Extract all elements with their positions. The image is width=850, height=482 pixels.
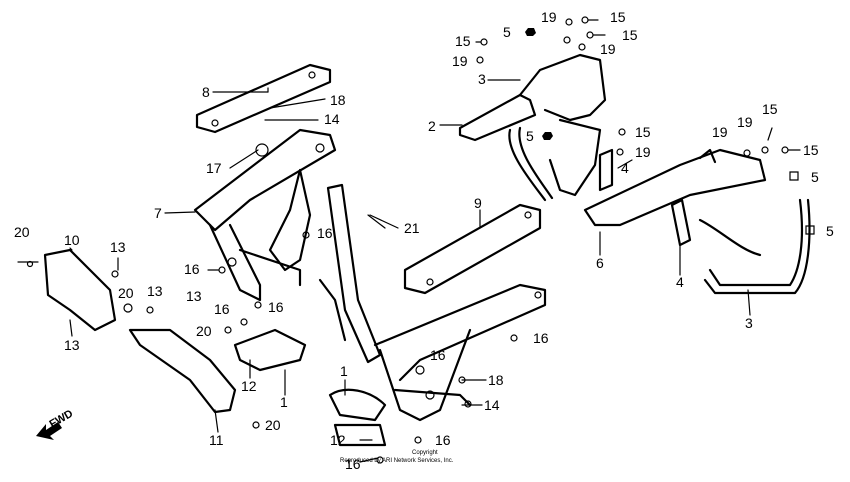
label-17: 17 [206, 160, 222, 176]
label-12: 12 [330, 432, 346, 448]
label-15: 15 [622, 27, 638, 43]
label-6: 6 [596, 255, 604, 271]
part-4-spacer [598, 148, 692, 247]
label-18: 18 [330, 92, 346, 108]
label-13: 13 [186, 288, 202, 304]
fasteners [17, 16, 815, 464]
label-16: 16 [317, 225, 333, 241]
fwd-indicator: FWD [36, 408, 75, 440]
label-18: 18 [488, 372, 504, 388]
label-20: 20 [118, 285, 134, 301]
label-20: 20 [265, 417, 281, 433]
part-12-mount [233, 328, 387, 447]
label-11: 11 [209, 432, 224, 448]
label-20: 20 [14, 224, 30, 240]
label-16: 16 [435, 432, 451, 448]
label-1: 1 [280, 394, 288, 410]
part-7-frame [193, 128, 337, 302]
label-12: 12 [241, 378, 257, 394]
label-3: 3 [745, 315, 753, 331]
part-3-tube [698, 198, 811, 295]
label-5: 5 [826, 223, 834, 239]
label-15: 15 [635, 124, 651, 140]
label-14: 14 [484, 397, 500, 413]
label-13: 13 [64, 337, 80, 353]
label-4: 4 [676, 274, 684, 290]
part-10-cover [43, 248, 117, 332]
label-5: 5 [503, 24, 511, 40]
label-13: 13 [147, 283, 163, 299]
label-7: 7 [154, 205, 162, 221]
label-9: 9 [474, 195, 482, 211]
part-11-bracket [128, 328, 237, 414]
frame-center-tube [318, 183, 382, 364]
part-labels: 8 18 14 17 7 16 21 16 9 2 3 15 19 5 19 1… [14, 9, 834, 472]
label-2: 2 [428, 118, 436, 134]
copyright: Copyright Reproduced by ARI Network Serv… [340, 450, 454, 464]
frame-lower-right [373, 283, 547, 422]
label-19: 19 [737, 114, 753, 130]
label-5: 5 [526, 128, 534, 144]
label-19: 19 [541, 9, 557, 25]
label-16: 16 [214, 301, 230, 317]
label-19: 19 [635, 144, 651, 160]
label-13: 13 [110, 239, 126, 255]
label-16: 16 [345, 456, 361, 472]
label-20: 20 [196, 323, 212, 339]
label-21: 21 [404, 220, 420, 236]
label-15: 15 [610, 9, 626, 25]
fwd-arrow-icon [36, 422, 62, 440]
label-16: 16 [268, 299, 284, 315]
part-8-plate [195, 63, 332, 134]
label-16: 16 [533, 330, 549, 346]
label-15: 15 [762, 101, 778, 117]
label-8: 8 [202, 84, 210, 100]
label-14: 14 [324, 111, 340, 127]
part-6-bracket [583, 148, 767, 227]
leader-lines [69, 79, 751, 463]
label-19: 19 [712, 124, 728, 140]
label-5: 5 [811, 169, 819, 185]
part-2-bracket [458, 53, 607, 202]
part-9-plate [403, 203, 542, 295]
copyright-line-1: Copyright [412, 450, 438, 456]
label-16: 16 [184, 261, 200, 277]
label-15: 15 [803, 142, 819, 158]
label-4: 4 [621, 160, 629, 176]
label-19: 19 [452, 53, 468, 69]
copyright-line-2: Reproduced by ARI Network Services, Inc. [340, 458, 454, 464]
label-3: 3 [478, 71, 486, 87]
label-15: 15 [455, 33, 471, 49]
label-1: 1 [340, 363, 348, 379]
label-10: 10 [64, 232, 80, 248]
label-19: 19 [600, 41, 616, 57]
label-16: 16 [430, 347, 446, 363]
